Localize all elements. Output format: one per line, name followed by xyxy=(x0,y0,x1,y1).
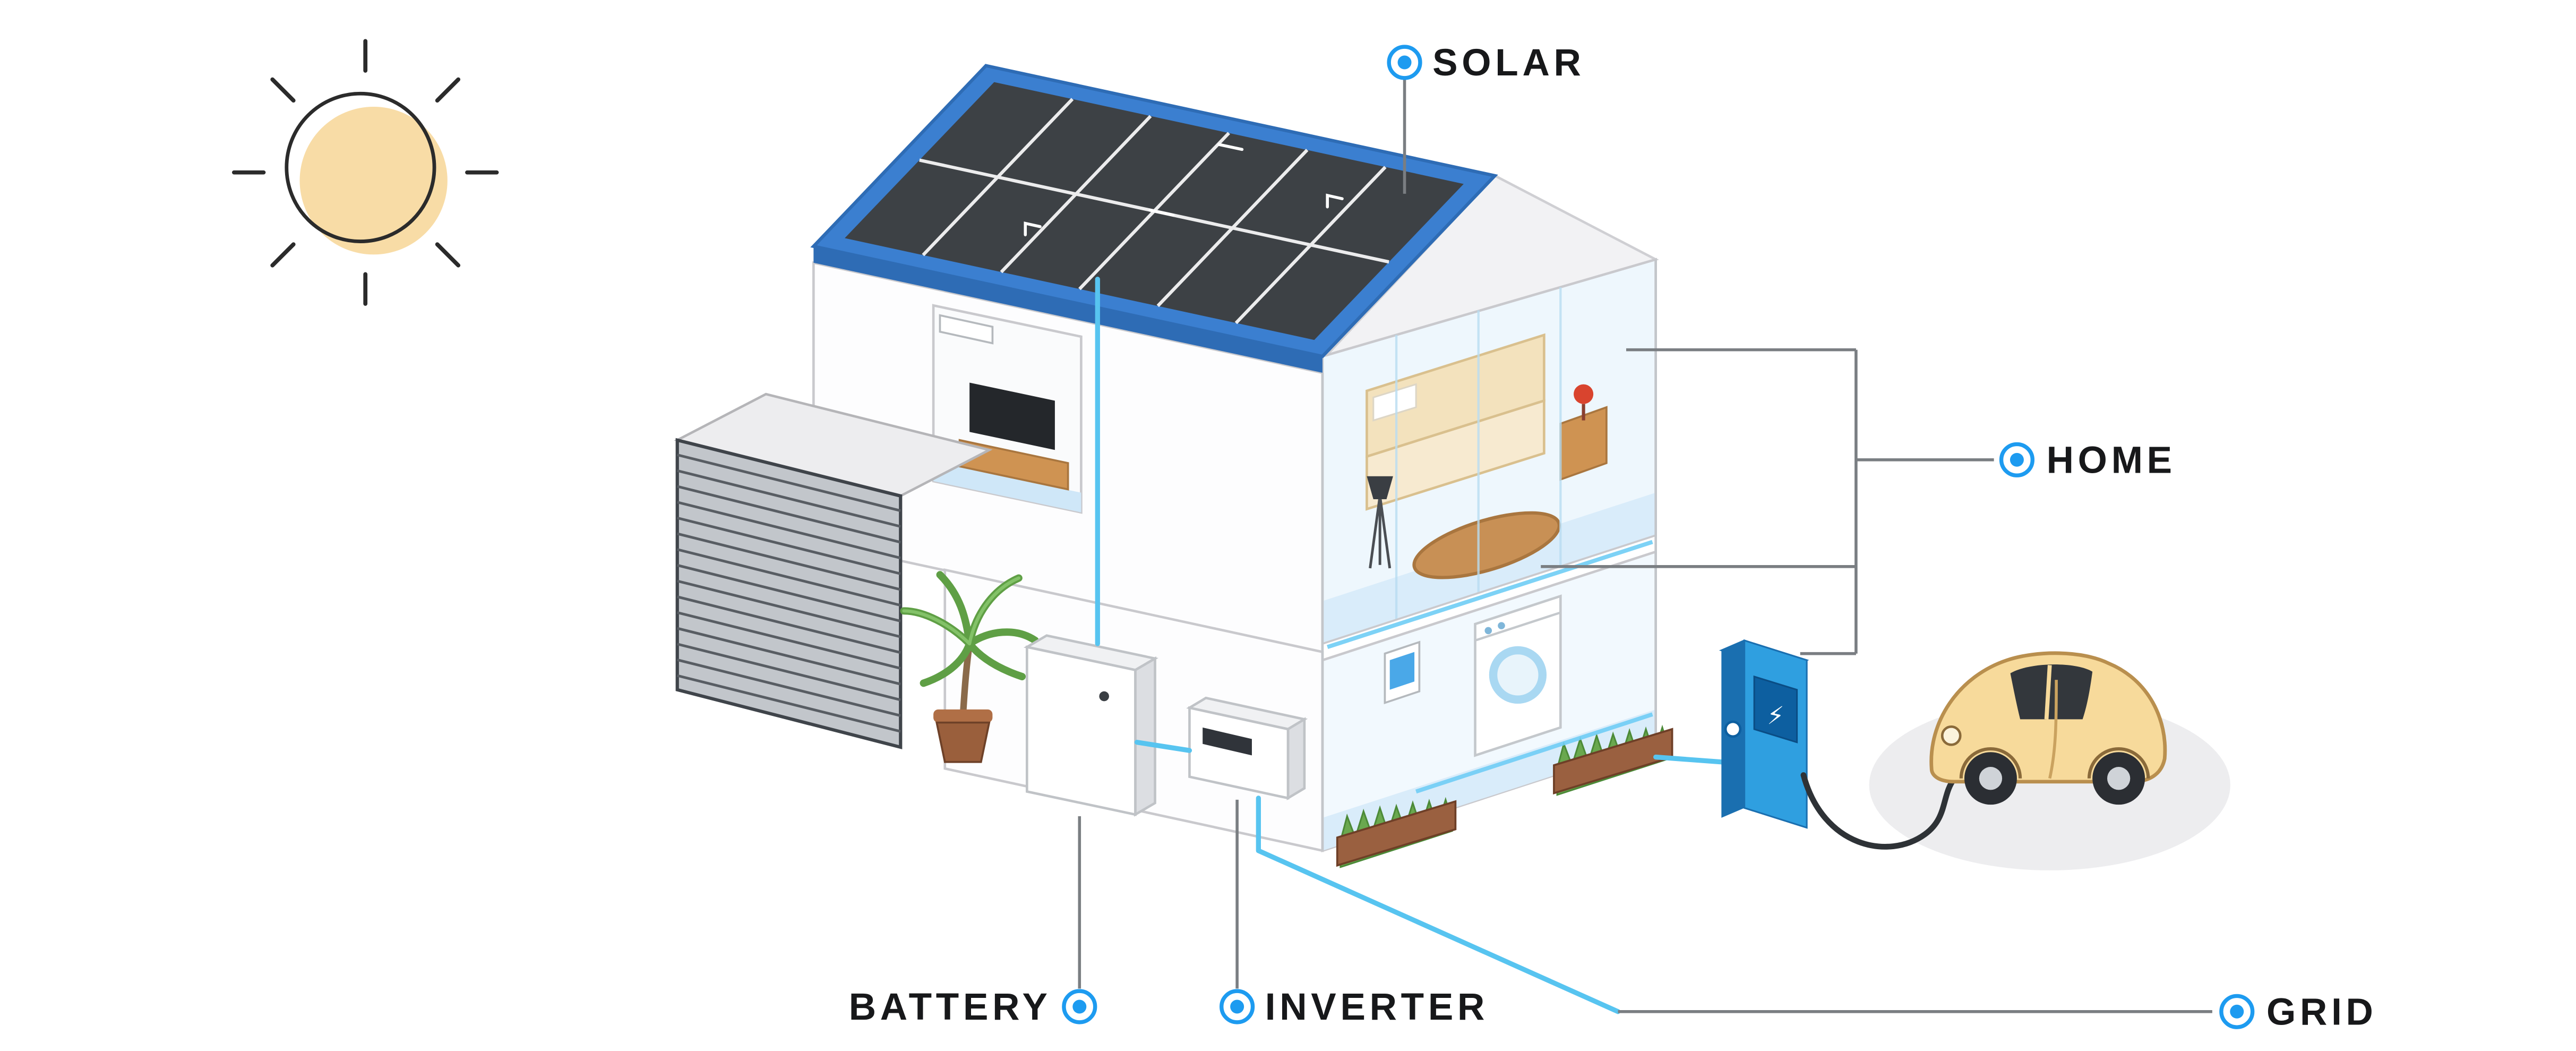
label-battery: BATTERY xyxy=(849,986,1097,1028)
window-divider xyxy=(2044,665,2052,720)
garage xyxy=(674,392,993,749)
blue-dot-marker-dot xyxy=(2230,1004,2244,1019)
living-room-interior xyxy=(1321,258,1657,646)
washer-dial xyxy=(1498,622,1505,629)
inverter-unit xyxy=(1186,696,1308,800)
car-windows xyxy=(2010,664,2093,720)
solar-label-text: SOLAR xyxy=(1432,42,1585,84)
tv-screen xyxy=(969,382,1055,450)
charger-holster xyxy=(1724,720,1742,738)
lightning-bolt-icon: ⚡ xyxy=(1767,702,1784,730)
floor-lamp-shade xyxy=(1367,476,1393,500)
home-battery xyxy=(1023,634,1158,817)
headlight xyxy=(1940,725,1962,746)
laundry-interior xyxy=(1321,550,1657,852)
inverter-side xyxy=(1286,717,1306,800)
plant-fronds-highlight xyxy=(902,576,1020,646)
battery-label-text: BATTERY xyxy=(849,986,1052,1028)
sofa-seat xyxy=(1366,399,1545,511)
label-home: HOME xyxy=(1999,440,2176,482)
label-inverter: INVERTER xyxy=(1220,986,1489,1028)
battery-front xyxy=(1026,645,1137,816)
electric-car xyxy=(1929,651,2167,805)
home-label-bracket xyxy=(1541,348,1994,655)
blue-dot-marker-dot xyxy=(1072,999,1087,1014)
battery-side xyxy=(1134,656,1156,817)
battery-led xyxy=(1099,691,1109,702)
ev-charger: ⚡ xyxy=(1719,639,1962,850)
wall-controller-panel xyxy=(1389,652,1415,690)
solar-roof xyxy=(810,64,1498,373)
washer-dial xyxy=(1484,627,1492,635)
panel-reflection-marks xyxy=(1024,143,1344,236)
grass-planter xyxy=(1336,797,1457,868)
washer-panel-line xyxy=(1474,611,1561,642)
label-solar: SOLAR xyxy=(1387,42,1585,84)
blue-dot-marker-dot xyxy=(1230,999,1244,1014)
palm-plant xyxy=(900,571,1039,763)
garage-door-slats xyxy=(677,454,901,733)
energy-flow-lines xyxy=(1095,277,1724,1014)
inverter-display xyxy=(1203,727,1252,756)
blue-dot-marker-dot xyxy=(1397,55,1412,70)
home-label-text: HOME xyxy=(2047,440,2176,482)
ac-unit xyxy=(939,314,994,345)
grid-label-text: GRID xyxy=(2266,992,2377,1033)
inverter-label-text: INVERTER xyxy=(1265,986,1489,1028)
washer-door xyxy=(1489,646,1547,704)
blue-dot-marker-dot xyxy=(2010,452,2024,467)
sun-outline xyxy=(285,91,436,243)
sun-icon xyxy=(231,39,499,306)
planter-box xyxy=(1336,800,1457,867)
tv-room-interior xyxy=(932,304,1083,514)
table-lamp xyxy=(1574,384,1594,404)
plant-pot-rim xyxy=(933,709,993,723)
front-wheel-hub xyxy=(1979,767,2003,790)
label-grid: GRID xyxy=(2219,992,2377,1033)
wheel-fenders xyxy=(1959,747,2150,779)
charging-cable xyxy=(1800,772,1957,850)
sun-fill xyxy=(299,106,448,255)
charger-screen xyxy=(1753,675,1798,744)
floor-lamp-legs xyxy=(1369,495,1392,569)
roof-eave-edge xyxy=(813,246,1323,373)
plant-pot xyxy=(935,721,991,763)
laundry-floor xyxy=(1322,709,1656,851)
interior-floor-energy-lines xyxy=(1327,540,1653,794)
sofa-pillow xyxy=(1372,383,1417,422)
glass-pane-dividers xyxy=(1395,287,1562,619)
tv-room-floor xyxy=(933,461,1081,512)
rear-wheel-hub xyxy=(2107,767,2131,790)
door-line xyxy=(2048,680,2058,779)
sun-rays xyxy=(231,39,499,306)
